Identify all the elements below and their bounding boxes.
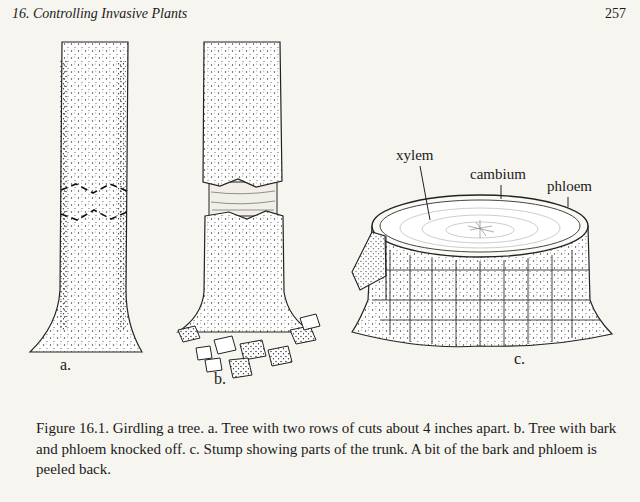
page-number: 257 <box>605 6 626 21</box>
part-label: a. <box>60 356 71 374</box>
part-label: c. <box>514 350 525 368</box>
tree-a <box>30 42 142 352</box>
tree-b <box>178 42 320 378</box>
part-label: xylem <box>396 147 434 164</box>
stump-c <box>352 166 612 347</box>
part-label: cambium <box>470 166 526 183</box>
figure-caption: Figure 16.1. Girdling a tree. a. Tree wi… <box>36 418 626 480</box>
part-label: phloem <box>547 178 592 195</box>
running-head: 16. Controlling Invasive Plants <box>12 6 187 21</box>
part-label: b. <box>214 370 226 388</box>
